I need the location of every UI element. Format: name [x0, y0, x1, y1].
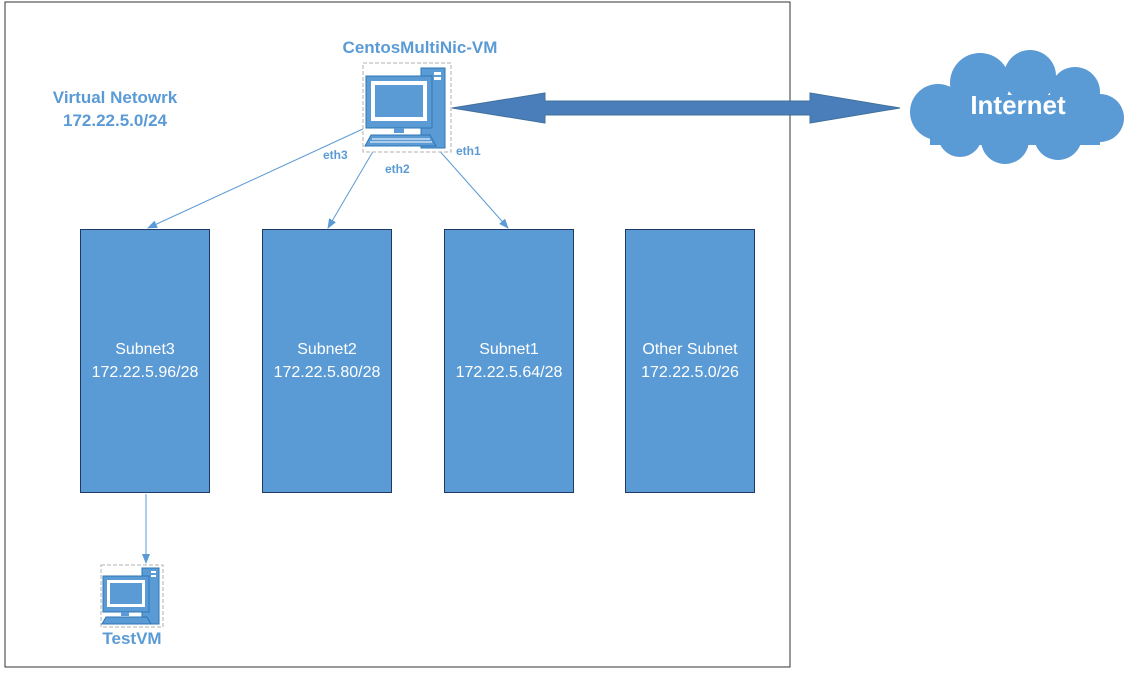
- nic-label-eth3: eth3: [323, 148, 348, 162]
- internet-label: Internet: [970, 90, 1066, 120]
- subnet-box: Subnet2 172.22.5.80/28: [262, 229, 392, 493]
- vnet-cidr: 172.22.5.0/24: [63, 111, 167, 130]
- nic-label-eth1: eth1: [456, 144, 481, 158]
- subnet-name: Other Subnet: [642, 341, 738, 358]
- connector-eth2: [327, 147, 376, 229]
- connector-eth3: [147, 127, 366, 229]
- subnet-cidr: 172.22.5.96/28: [91, 364, 199, 381]
- subnet-box: Subnet1 172.22.5.64/28: [444, 229, 574, 493]
- subnet-cidr: 172.22.5.0/26: [641, 364, 739, 381]
- main-vm-name: CentosMultiNic-VM: [342, 38, 498, 57]
- nic-label-eth2: eth2: [385, 162, 410, 176]
- computer-icon: [362, 62, 452, 153]
- cloud-icon: [910, 50, 1124, 164]
- subnet-cidr: 172.22.5.80/28: [273, 364, 381, 381]
- subnet-box: Other Subnet 172.22.5.0/26: [625, 229, 755, 493]
- subnet-name: Subnet1: [479, 341, 539, 358]
- subnet-name: Subnet2: [297, 341, 357, 358]
- connector-eth1: [436, 147, 509, 229]
- test-vm-name: TestVM: [102, 629, 162, 648]
- subnet-name: Subnet3: [115, 341, 175, 358]
- vnet-name: Virtual Netowrk: [52, 88, 178, 107]
- subnet-box: Subnet3 172.22.5.96/28: [80, 229, 210, 493]
- internet-link-arrow: [451, 92, 901, 124]
- vnet-boundary: [4, 1, 791, 668]
- subnet-cidr: 172.22.5.64/28: [455, 364, 563, 381]
- computer-icon: [100, 564, 164, 628]
